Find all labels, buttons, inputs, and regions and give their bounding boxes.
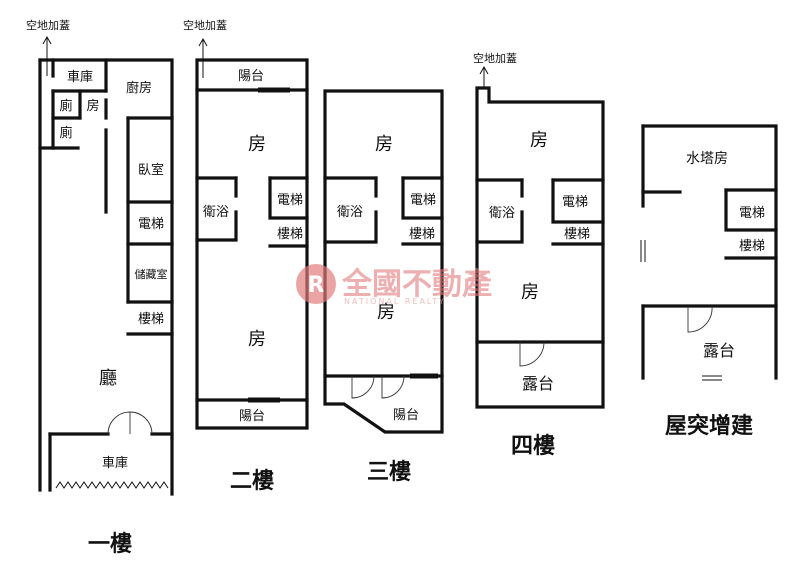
floor-4-title: 四樓 [511,434,555,459]
f4-elevator-label: 電梯 [562,195,588,210]
floor-1-title: 一樓 [88,532,132,557]
f2-room-top-label: 房 [248,134,266,155]
roof-elevator-label: 電梯 [739,206,765,221]
watermark-brand-en-text: NATIONAL REALTY [344,297,446,306]
f3-elevator-label: 電梯 [410,193,436,208]
watermark-logo-icon [296,264,336,304]
f1-elevator-label: 電梯 [138,217,164,232]
f1-toilet-a-label: 廁 [59,98,72,114]
f2-balcony-bottom-label: 陽台 [239,409,265,424]
f4-bath-label: 衛浴 [489,206,515,221]
floor-3-plan [323,89,444,434]
f2-bath-label: 衛浴 [203,205,229,220]
f3-room-bottom-label: 房 [377,302,395,323]
f1-stairs-label: 樓梯 [138,312,164,327]
f1-kitchen-label: 廚房 [126,80,152,96]
f1-addition-note: 空地加蓋 [26,18,70,32]
f4-stairs-label: 樓梯 [564,227,590,242]
f2-stairs-label: 樓梯 [277,227,303,242]
f1-storage-label: 儲藏室 [135,267,168,281]
f3-bath-label: 衛浴 [337,205,363,220]
f1-small-room-label: 房 [86,98,99,114]
f3-room-top-label: 房 [375,134,393,155]
floor-3-title: 三樓 [367,460,411,485]
f2-room-bottom-label: 房 [248,329,266,350]
f4-terrace-label: 露台 [522,374,554,393]
f4-room-bottom-label: 房 [521,282,539,303]
floor-2-title: 二樓 [230,469,274,494]
f3-stairs-label: 樓梯 [409,227,435,242]
roof-addition-title: 屋突增建 [665,413,753,439]
floor-1-plan [38,35,174,496]
roof-terrace-label: 露台 [703,341,735,360]
f1-bedroom-label: 臥室 [138,162,164,178]
f3-balcony-label: 陽台 [393,408,419,423]
floor-2-plan [195,37,309,430]
f1-garage-top-label: 車庫 [67,70,93,85]
watermark-brand-text: 全國不動產 [341,267,492,302]
f1-toilet-b-label: 廁 [59,125,72,141]
watermark-logo: R 全國不動產 NATIONAL REALTY [296,264,492,306]
f2-balcony-top-label: 陽台 [238,69,264,84]
svg-text:R: R [308,273,325,298]
f4-room-top-label: 房 [530,130,548,151]
f2-elevator-label: 電梯 [277,193,303,208]
f1-living-label: 廳 [99,368,117,389]
roof-stairs-label: 樓梯 [739,239,765,254]
roof-water-tower-label: 水塔房 [686,151,728,167]
f2-addition-note: 空地加蓋 [183,18,227,32]
f1-garage-bottom-label: 車庫 [102,456,128,471]
f4-addition-note: 空地加蓋 [473,51,517,65]
floor-4-plan [475,65,605,409]
roof-addition-plan [640,124,778,381]
